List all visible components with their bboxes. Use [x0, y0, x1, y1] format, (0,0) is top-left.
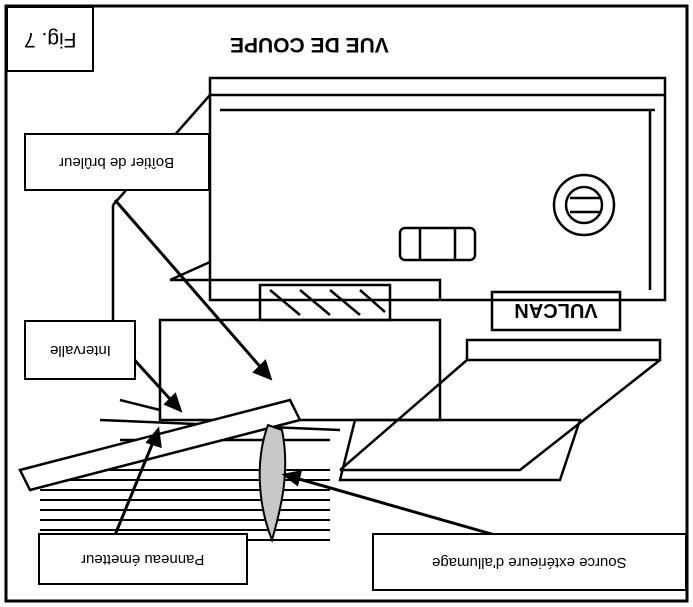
fig-label: Fig. 7: [23, 28, 77, 51]
callout-radiant-panel-text: Panneau émetteur: [81, 550, 205, 568]
callout-ignition-source-text: Source extérieure d'allumage: [432, 553, 627, 571]
figure-title: VUE DE COUPE: [230, 33, 389, 56]
pilot-valve: [398, 226, 477, 262]
control-knob: [552, 173, 616, 237]
grate-slats: [40, 469, 330, 541]
callout-burner-box-text: Boîtier de brûleur: [59, 153, 175, 171]
brand-plate: VULCAN: [490, 290, 622, 332]
lower-tray: [99, 318, 662, 482]
callout-gap: Intervalle: [24, 320, 136, 380]
burner-slots: [258, 283, 392, 322]
outer-frame: [4, 4, 689, 603]
callout-radiant-panel: Panneau émetteur: [38, 533, 248, 585]
pointer-arrows: [113, 199, 531, 547]
flame: [258, 423, 287, 544]
brand-plate-text: VULCAN: [514, 299, 597, 321]
fig-label-box: Fig. 7: [6, 6, 94, 72]
callout-gap-text: Intervalle: [49, 341, 111, 359]
callout-burner-box: Boîtier de brûleur: [24, 133, 210, 191]
callout-ignition-source: Source extérieure d'allumage: [372, 533, 687, 591]
